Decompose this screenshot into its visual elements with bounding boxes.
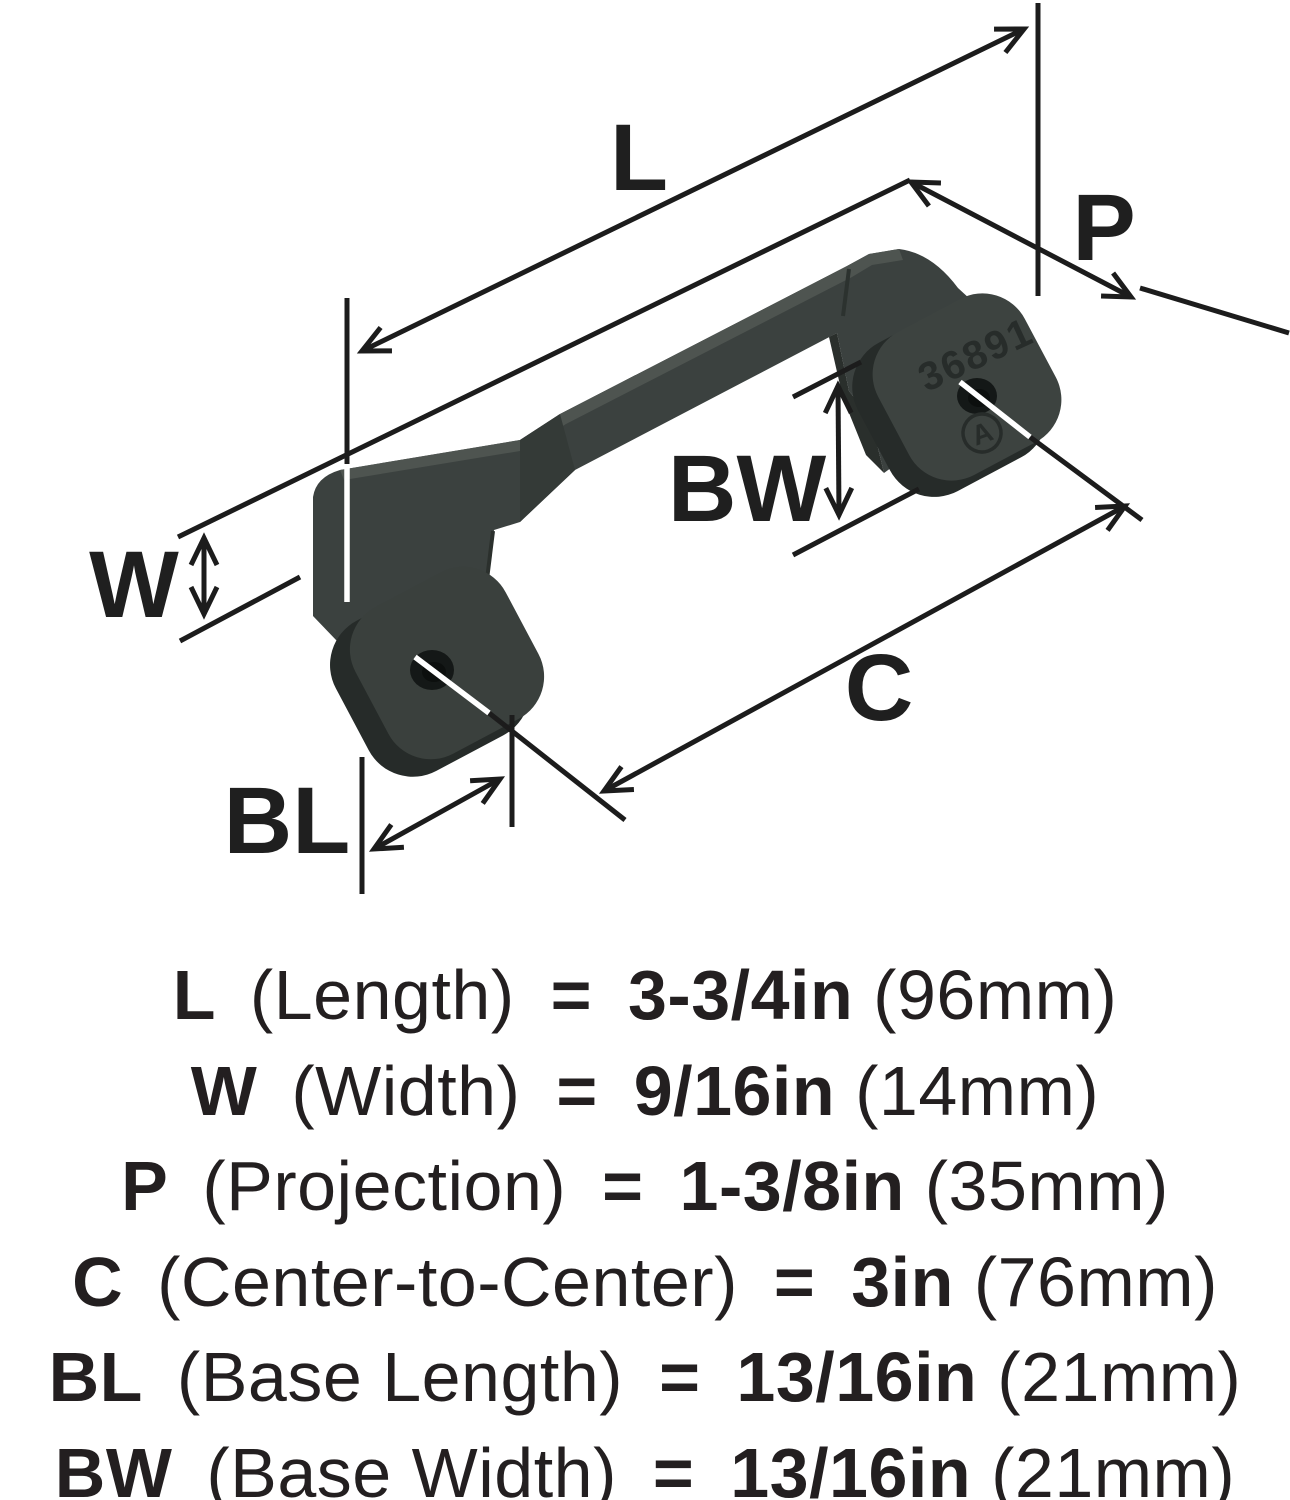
spec-row-projection: P (Projection) = 1-3/8in (35mm) [0, 1139, 1290, 1235]
spec-code: W [190, 1051, 258, 1130]
spec-value: 9/16in [633, 1051, 836, 1130]
spec-row-length: L (Length) = 3-3/4in (96mm) [0, 948, 1290, 1044]
w-extension-bottom [178, 574, 302, 644]
spec-equals: = [550, 956, 592, 1034]
label-width: W [89, 532, 179, 638]
spec-code: P [121, 1147, 169, 1225]
leader-lines-over-handle [344, 379, 1032, 716]
dimension-arrows [188, 26, 1137, 852]
p-extension-bottom [1139, 285, 1290, 336]
c-leader-right-over-base [958, 379, 1032, 440]
spec-code: BW [54, 1433, 173, 1500]
dimension-legend: L (Length) = 3-3/4in (96mm) W (Width) = … [0, 948, 1290, 1500]
spec-equals: = [659, 1338, 701, 1416]
label-center-to-center: C [845, 635, 914, 741]
handle-diagram-canvas: 36891 A [89, 3, 1290, 894]
dimension-arrow-base-length [368, 776, 506, 852]
spec-equals: = [556, 1051, 598, 1130]
label-base-length: BL [224, 768, 351, 874]
dimension-arrow-base-width [822, 380, 855, 521]
spec-row-width: W (Width) = 9/16in (14mm) [0, 1044, 1290, 1140]
dimension-arrow-projection [905, 179, 1137, 300]
spec-metric: (21mm) [997, 1338, 1242, 1416]
spec-row-center-to-center: C (Center-to-Center) = 3in (76mm) [0, 1235, 1290, 1331]
spec-code: C [72, 1242, 124, 1321]
spec-value: 1-3/8in [679, 1147, 905, 1225]
spec-name: (Base Width) [206, 1433, 617, 1500]
spec-row-base-width: BW (Base Width) = 13/16in (21mm) [0, 1426, 1290, 1500]
spec-code: L [172, 956, 216, 1034]
spec-name: (Width) [291, 1051, 521, 1130]
spec-value: 13/16in [730, 1433, 972, 1500]
amerock-logo-icon: A [961, 412, 1003, 454]
spec-metric: (76mm) [973, 1242, 1218, 1321]
spec-name: (Center-to-Center) [157, 1242, 738, 1321]
spec-row-base-length: BL (Base Length) = 13/16in (21mm) [0, 1330, 1290, 1426]
c-leader-left-over-base [413, 654, 491, 716]
spec-metric: (96mm) [873, 956, 1118, 1034]
spec-code: BL [48, 1338, 143, 1416]
dimension-arrow-length [356, 26, 1030, 354]
spec-metric: (21mm) [991, 1433, 1236, 1500]
label-base-width: BW [668, 436, 827, 542]
spec-equals: = [652, 1433, 695, 1500]
spec-equals: = [602, 1147, 644, 1225]
c-leader-left [487, 711, 627, 822]
spec-value: 13/16in [736, 1338, 978, 1416]
spec-equals: = [773, 1242, 816, 1321]
dimension-arrow-center-to-center [598, 503, 1131, 794]
spec-value: 3-3/4in [627, 956, 854, 1034]
spec-name: (Length) [249, 956, 515, 1034]
spec-metric: (14mm) [855, 1051, 1100, 1130]
label-length: L [610, 105, 668, 211]
spec-metric: (35mm) [924, 1147, 1169, 1225]
spec-value: 3in [851, 1242, 954, 1321]
spec-name: (Base Length) [176, 1338, 624, 1416]
label-projection: P [1072, 175, 1135, 281]
spec-name: (Projection) [202, 1147, 567, 1225]
handle-step-facet [520, 414, 575, 522]
bw-extension-top [791, 359, 863, 400]
